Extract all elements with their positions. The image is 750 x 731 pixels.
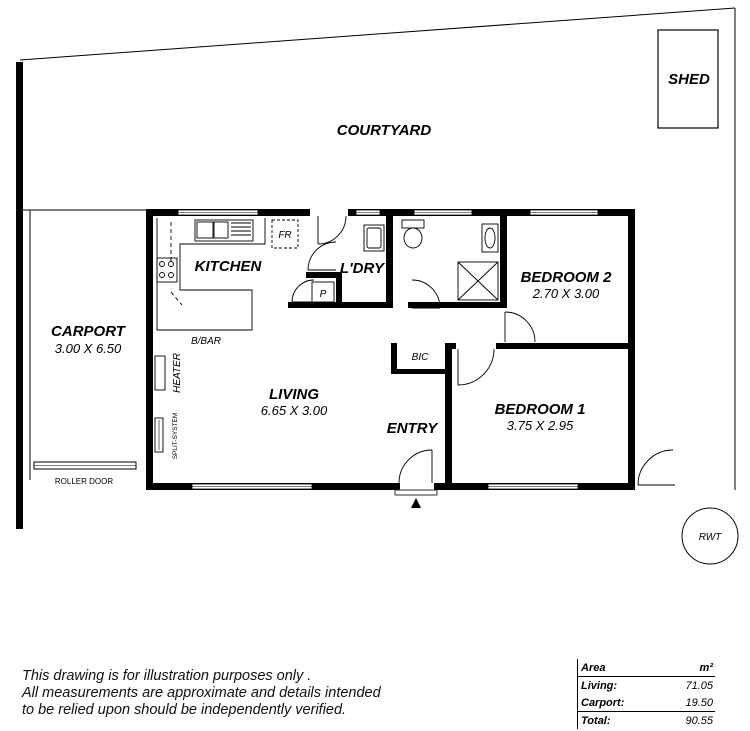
area-row-value: 19.50 [685,696,713,709]
bic-label: BIC [412,352,429,363]
living-label: LIVING [269,386,319,403]
laundry-fixtures [363,224,385,252]
carport-label: CARPORT [51,323,127,340]
area-header-label: Area [577,659,661,677]
carport-outline [23,209,146,480]
split-system-label: SPLIT-SYSTEM [172,413,179,460]
entry-label: ENTRY [387,420,440,437]
breakfast-bar-label: B/BAR [191,336,221,347]
area-row-label: Carport: [581,696,625,709]
rainwater-tank [681,507,739,565]
fridge-label: FR [278,230,291,241]
heater [154,355,166,391]
area-row: Carport: 19.50 [578,694,716,712]
entry-step [394,489,438,496]
bedroom-2-label: BEDROOM 2 [521,269,613,286]
area-table-header: Area m² [577,659,715,677]
area-total-label: Total: [577,711,661,729]
pantry [311,281,335,303]
heater-label: HEATER [172,353,183,393]
bedroom-1-label: BEDROOM 1 [495,401,586,418]
area-row-label: Living: [581,679,618,692]
kitchen-label: KITCHEN [195,258,263,275]
disclaimer-line: All measurements are approximate and det… [22,685,381,701]
disclaimer-line: to be relied upon should be independentl… [22,702,347,718]
living-dims: 6.65 X 3.00 [261,403,328,418]
shed [657,29,719,129]
carport-dims: 3.00 X 6.50 [55,341,122,356]
courtyard-label: COURTYARD [337,122,432,139]
rwt-label: RWT [699,532,722,543]
entry-arrow [411,498,421,508]
doors [291,215,675,486]
shed-label: SHED [668,71,710,88]
roller-door [33,461,137,470]
area-table: Area m² Living: 71.05 Carport: 19.50 Tot… [577,659,715,729]
pantry-label: P [320,289,327,300]
bedroom-1-dims: 3.75 X 2.95 [507,418,574,433]
kitchen-fixtures [156,218,299,331]
walls [146,209,635,490]
laundry-label: L'DRY [340,260,386,277]
site-boundary [19,7,736,490]
disclaimer: This drawing is for illustration purpose… [22,668,442,719]
area-row-value: 71.05 [685,679,713,692]
split-system [154,417,164,453]
roller-door-label: ROLLER DOOR [55,477,113,486]
area-row: Living: 71.05 [578,677,716,695]
area-total-value: 90.55 [660,711,715,729]
area-total-row: Total: 90.55 [577,711,715,729]
bedroom-2-dims: 2.70 X 3.00 [532,286,600,301]
disclaimer-line: This drawing is for illustration purpose… [22,668,312,684]
window-centerlines [178,212,598,487]
boundary-fence [16,62,23,529]
bathroom-fixtures [401,219,499,301]
area-header-unit: m² [660,659,715,677]
